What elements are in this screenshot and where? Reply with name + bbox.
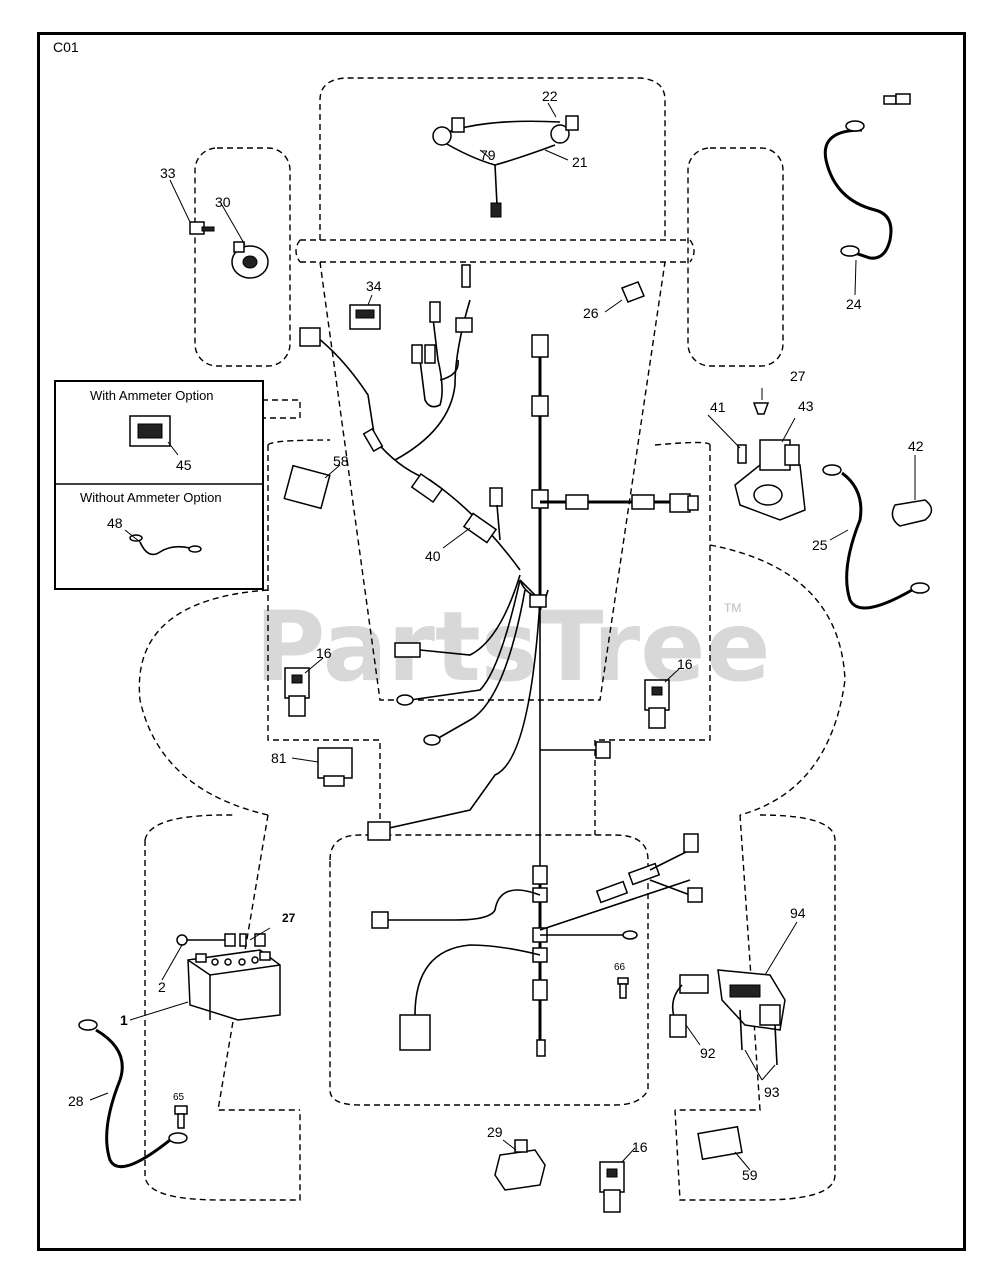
- callout-42: 42: [908, 438, 924, 454]
- callout-81: 81: [271, 750, 287, 766]
- callout-21: 21: [572, 154, 588, 170]
- callout-16-left: 16: [316, 645, 332, 661]
- callout-34: 34: [366, 278, 382, 294]
- ground-cable-part: [822, 464, 930, 610]
- battery-cable-negative-part: [78, 1019, 188, 1169]
- ignition-switch-part: [231, 241, 269, 279]
- callout-58: 58: [333, 453, 349, 469]
- ignition-key-part: [189, 221, 215, 235]
- screw-part-93: [739, 1009, 778, 1066]
- seat-switch-part: [494, 1139, 546, 1191]
- bolt-part-65: [174, 1105, 188, 1129]
- rear-harness-part: [371, 833, 703, 1057]
- callout-45: 45: [176, 457, 192, 473]
- ammeter-gauge-part: [129, 415, 171, 447]
- starter-solenoid-part: [734, 402, 806, 521]
- callout-27-bottom: 27: [282, 911, 296, 925]
- pto-clutch-bracket-part: [717, 969, 786, 1031]
- callout-93: 93: [764, 1084, 780, 1100]
- callout-43: 43: [798, 398, 814, 414]
- callout-92: 92: [700, 1045, 716, 1061]
- headlight-harness-part: [432, 115, 579, 218]
- callout-66: 66: [614, 962, 626, 973]
- callout-41: 41: [710, 399, 726, 415]
- callout-48: 48: [107, 515, 123, 531]
- callout-30: 30: [215, 194, 231, 210]
- electrical-module-part: [697, 1125, 743, 1161]
- plug-connector-part-c: [599, 1161, 625, 1213]
- plug-part-92: [669, 974, 709, 1038]
- plug-connector-part-b: [644, 679, 670, 729]
- callout-16-right: 16: [677, 656, 693, 672]
- callout-22: 22: [542, 88, 558, 104]
- relay-part: [317, 747, 353, 787]
- callout-2: 2: [158, 979, 166, 995]
- callout-29: 29: [487, 1124, 503, 1140]
- fuse-part: [621, 281, 645, 303]
- bolt-part-66: [617, 977, 629, 999]
- callout-26: 26: [583, 305, 599, 321]
- callout-65: 65: [173, 1092, 185, 1103]
- callout-16-bottom: 16: [632, 1139, 648, 1155]
- callout-27-top: 27: [790, 368, 806, 384]
- battery-cable-positive-part: [823, 93, 911, 260]
- jumper-wire-part: [129, 534, 202, 556]
- trademark-mark: TM: [724, 601, 741, 615]
- pto-switch-part: [349, 304, 381, 330]
- callout-labels: 22 79 21 33 30 34 26 24 27 41 43 42 45 4…: [68, 88, 924, 1183]
- with-ammeter-label: With Ammeter Option: [90, 388, 214, 403]
- without-ammeter-label: Without Ammeter Option: [80, 490, 222, 505]
- battery-bolt-part: [176, 933, 266, 947]
- callout-79: 79: [480, 147, 496, 163]
- main-wiring-harness-part: [299, 264, 699, 870]
- plug-connector-part-a: [284, 667, 310, 717]
- control-module-part: [283, 464, 331, 510]
- diagram-frame: [37, 32, 966, 1251]
- callout-94: 94: [790, 905, 806, 921]
- callout-1: 1: [120, 1012, 128, 1028]
- callout-33: 33: [160, 165, 176, 181]
- battery-part: [187, 949, 281, 1021]
- diagram-code: C01: [53, 39, 79, 55]
- tractor-outline: [138, 77, 846, 1201]
- callout-59: 59: [742, 1167, 758, 1183]
- callout-28: 28: [68, 1093, 84, 1109]
- terminal-boot-part: [891, 499, 933, 527]
- callout-24: 24: [846, 296, 862, 312]
- callout-25: 25: [812, 537, 828, 553]
- ammeter-option-box: With Ammeter Option Without Ammeter Opti…: [54, 380, 264, 590]
- callout-40: 40: [425, 548, 441, 564]
